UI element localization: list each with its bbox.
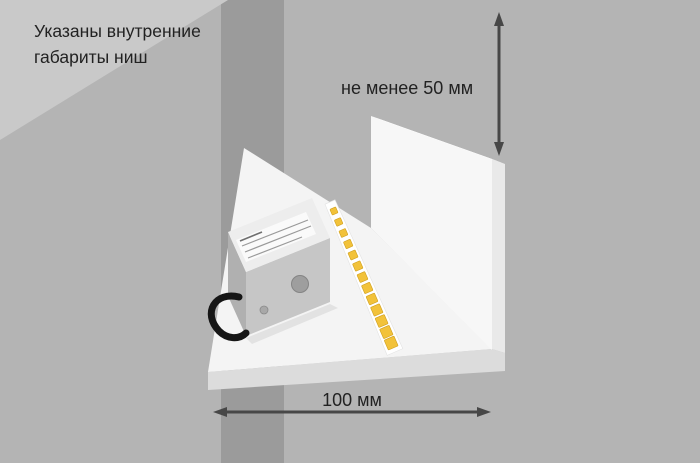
label-line	[241, 219, 309, 247]
front-panel-top-edge	[371, 116, 505, 164]
power-supply-label-text-lines	[239, 219, 312, 259]
power-cable	[207, 292, 250, 342]
led-chip	[356, 271, 369, 283]
horizontal-arrow-head-right	[477, 407, 491, 417]
horizontal-dimension-arrow	[213, 407, 491, 417]
led-strip	[324, 199, 404, 356]
power-supply-end-face	[228, 232, 246, 336]
led-chip	[365, 292, 379, 306]
vertical-arrow-head-top	[494, 12, 504, 26]
led-chip	[374, 314, 389, 328]
led-strip-leds	[329, 206, 399, 351]
power-supply-shadow	[246, 304, 338, 344]
vertical-dimension-arrow	[494, 12, 504, 156]
led-chip	[352, 260, 364, 272]
vertical-arrow-head-bottom	[494, 142, 504, 156]
led-chip	[334, 217, 344, 227]
label-line	[239, 231, 263, 242]
led-chip	[329, 206, 339, 216]
depth-dimension-label: 100 мм	[322, 390, 382, 410]
led-chip	[384, 335, 399, 351]
note-internal-dimensions: Указаны внутренние габариты ниш	[34, 21, 201, 68]
led-chip	[338, 228, 349, 238]
cable-knockout-hole	[291, 275, 309, 293]
label-line	[247, 236, 303, 259]
led-chip	[343, 239, 354, 249]
led-chip	[379, 325, 394, 339]
front-panel-face	[371, 116, 492, 350]
ceiling-plane	[0, 0, 228, 140]
front-panel-end-face	[492, 159, 505, 353]
led-chip	[361, 282, 374, 294]
niche-illustration	[207, 116, 505, 390]
screw-hole	[259, 305, 269, 315]
label-line	[244, 225, 312, 253]
shelf-cut-face	[208, 349, 505, 390]
horizontal-arrow-head-left	[213, 407, 227, 417]
led-chip	[347, 249, 359, 261]
power-supply	[207, 198, 338, 344]
led-chip	[370, 303, 384, 317]
min-height-dimension-label: не менее 50 мм	[341, 78, 474, 98]
